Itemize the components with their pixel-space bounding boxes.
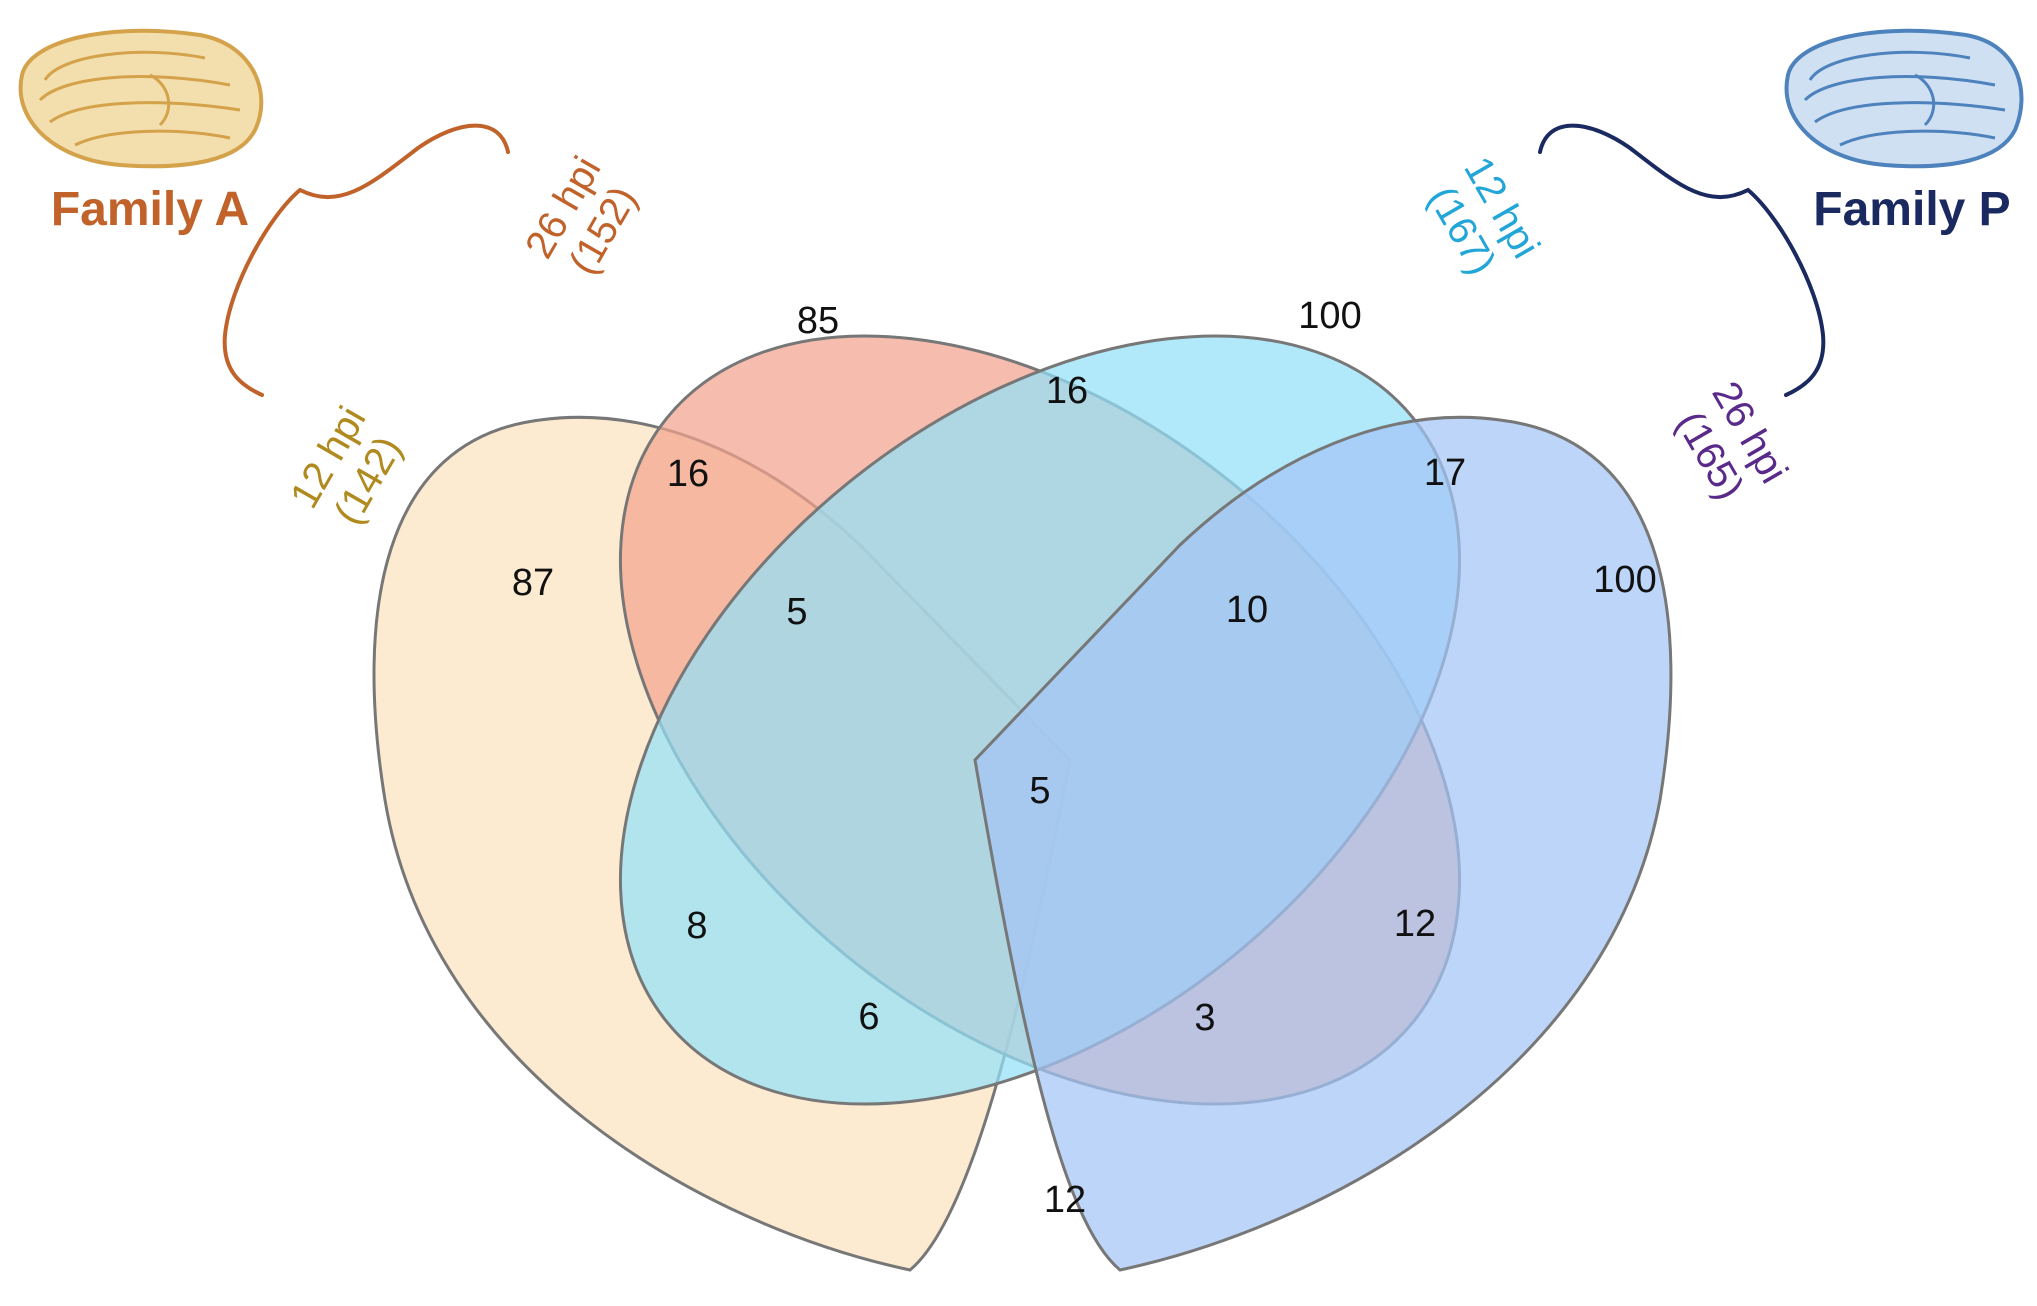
family-a-label: Family A	[51, 183, 249, 236]
oyster-shell-icon-family-a	[18, 28, 264, 169]
family-a-brace	[222, 123, 510, 397]
region-count: 12	[1044, 1179, 1086, 1221]
region-count: 12	[1394, 903, 1436, 945]
oyster-shell-icon-family-p	[1784, 28, 2024, 169]
region-count: 3	[1194, 997, 1215, 1039]
region-count: 16	[667, 453, 709, 495]
region-count: 85	[797, 300, 839, 342]
region-count: 100	[1593, 559, 1656, 601]
region-count: 5	[1029, 770, 1050, 812]
family-p-label: Family P	[1813, 183, 2010, 236]
region-count: 6	[858, 996, 879, 1038]
set-family-p-26hpi	[973, 415, 1673, 1272]
region-count: 17	[1424, 452, 1466, 494]
family-p-brace	[1538, 123, 1826, 397]
region-count: 5	[786, 591, 807, 633]
region-count: 100	[1298, 295, 1361, 337]
region-count: 8	[686, 905, 707, 947]
region-count: 10	[1226, 589, 1268, 631]
region-count: 16	[1046, 370, 1088, 412]
region-count: 87	[512, 562, 554, 604]
